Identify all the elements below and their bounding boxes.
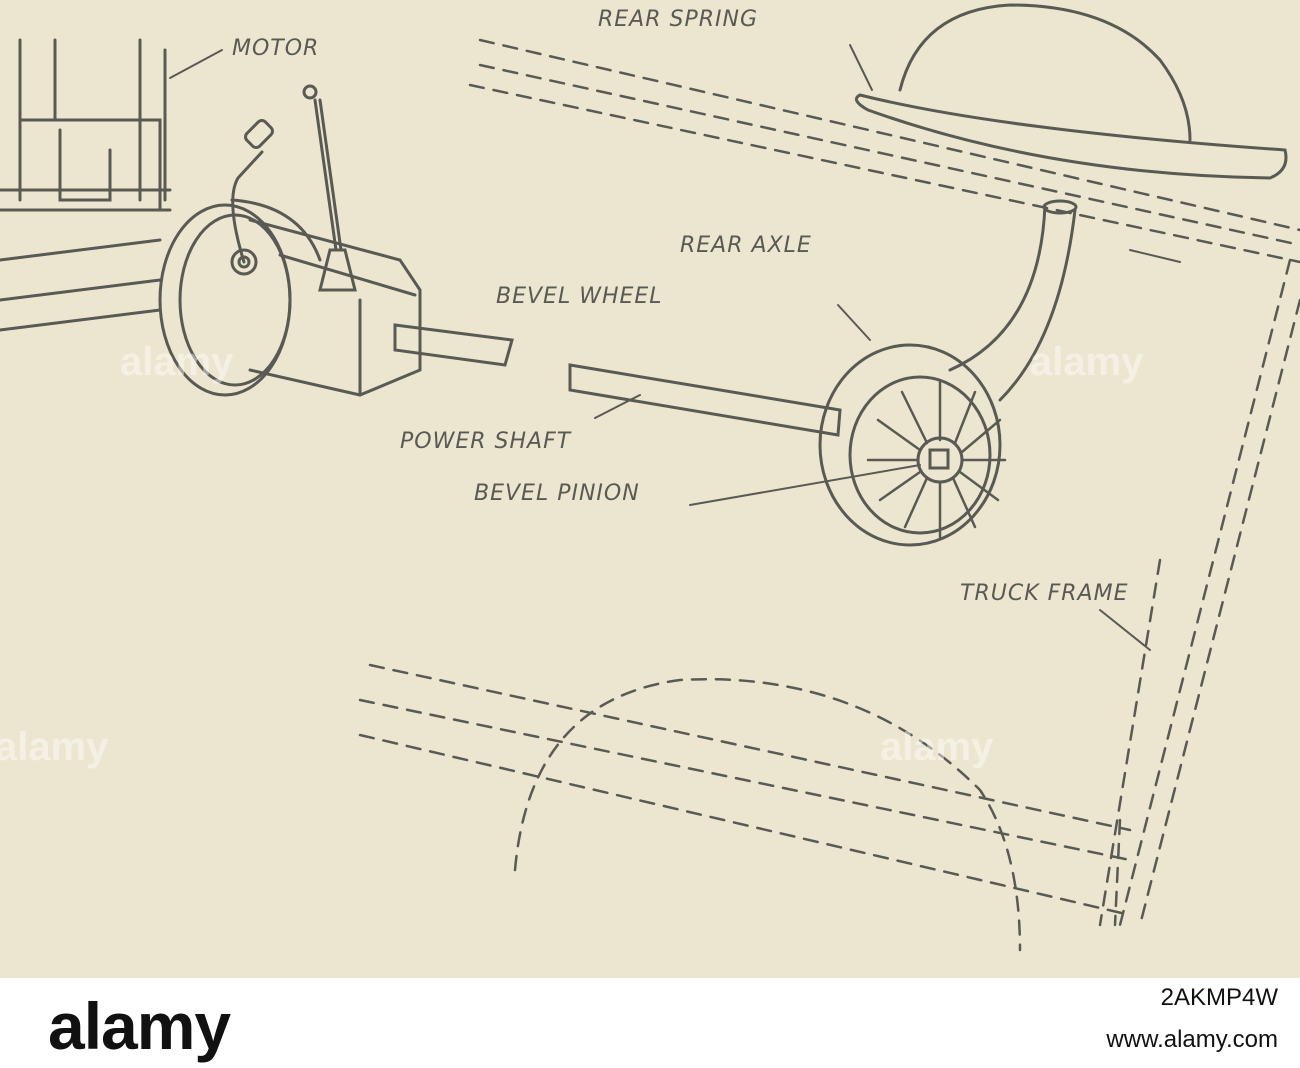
bevel-wheel-drawing — [818, 343, 1007, 547]
power-shaft-drawing — [393, 323, 842, 437]
label-motor: MOTOR — [232, 36, 319, 61]
brand-logo[interactable]: alamy — [48, 989, 231, 1063]
diagram-canvas: REAR SPRING MOTOR REAR AXLE BEVEL WHEEL … — [0, 3, 1300, 952]
label-truck-frame: TRUCK FRAME — [960, 581, 1128, 606]
watermark-layer: alamy alamy alamy alamy — [0, 340, 1144, 769]
motor-drawing — [0, 38, 172, 212]
watermark-text: alamy — [1030, 340, 1144, 384]
watermark-text: alamy — [880, 725, 994, 769]
rear-spring-drawing — [854, 3, 1288, 180]
site-url[interactable]: www.alamy.com — [1106, 1026, 1278, 1053]
watermark-text: alamy — [0, 725, 109, 769]
watermark-text: alamy — [120, 340, 234, 384]
transmission-drawing — [0, 84, 422, 397]
truck-frame-drawing — [358, 38, 1300, 952]
image-id: 2AKMP4W — [1160, 984, 1278, 1011]
leader-lines — [169, 44, 1181, 651]
label-rear-spring: REAR SPRING — [598, 7, 758, 32]
label-rear-axle: REAR AXLE — [680, 233, 812, 258]
label-bevel-wheel: BEVEL WHEEL — [496, 284, 663, 309]
label-power-shaft: POWER SHAFT — [400, 429, 572, 454]
mechanical-diagram: REAR SPRING MOTOR REAR AXLE BEVEL WHEEL … — [0, 0, 1300, 978]
stock-footer: alamy 2AKMP4W www.alamy.com — [0, 978, 1300, 1068]
label-bevel-pinion: BEVEL PINION — [474, 481, 640, 506]
